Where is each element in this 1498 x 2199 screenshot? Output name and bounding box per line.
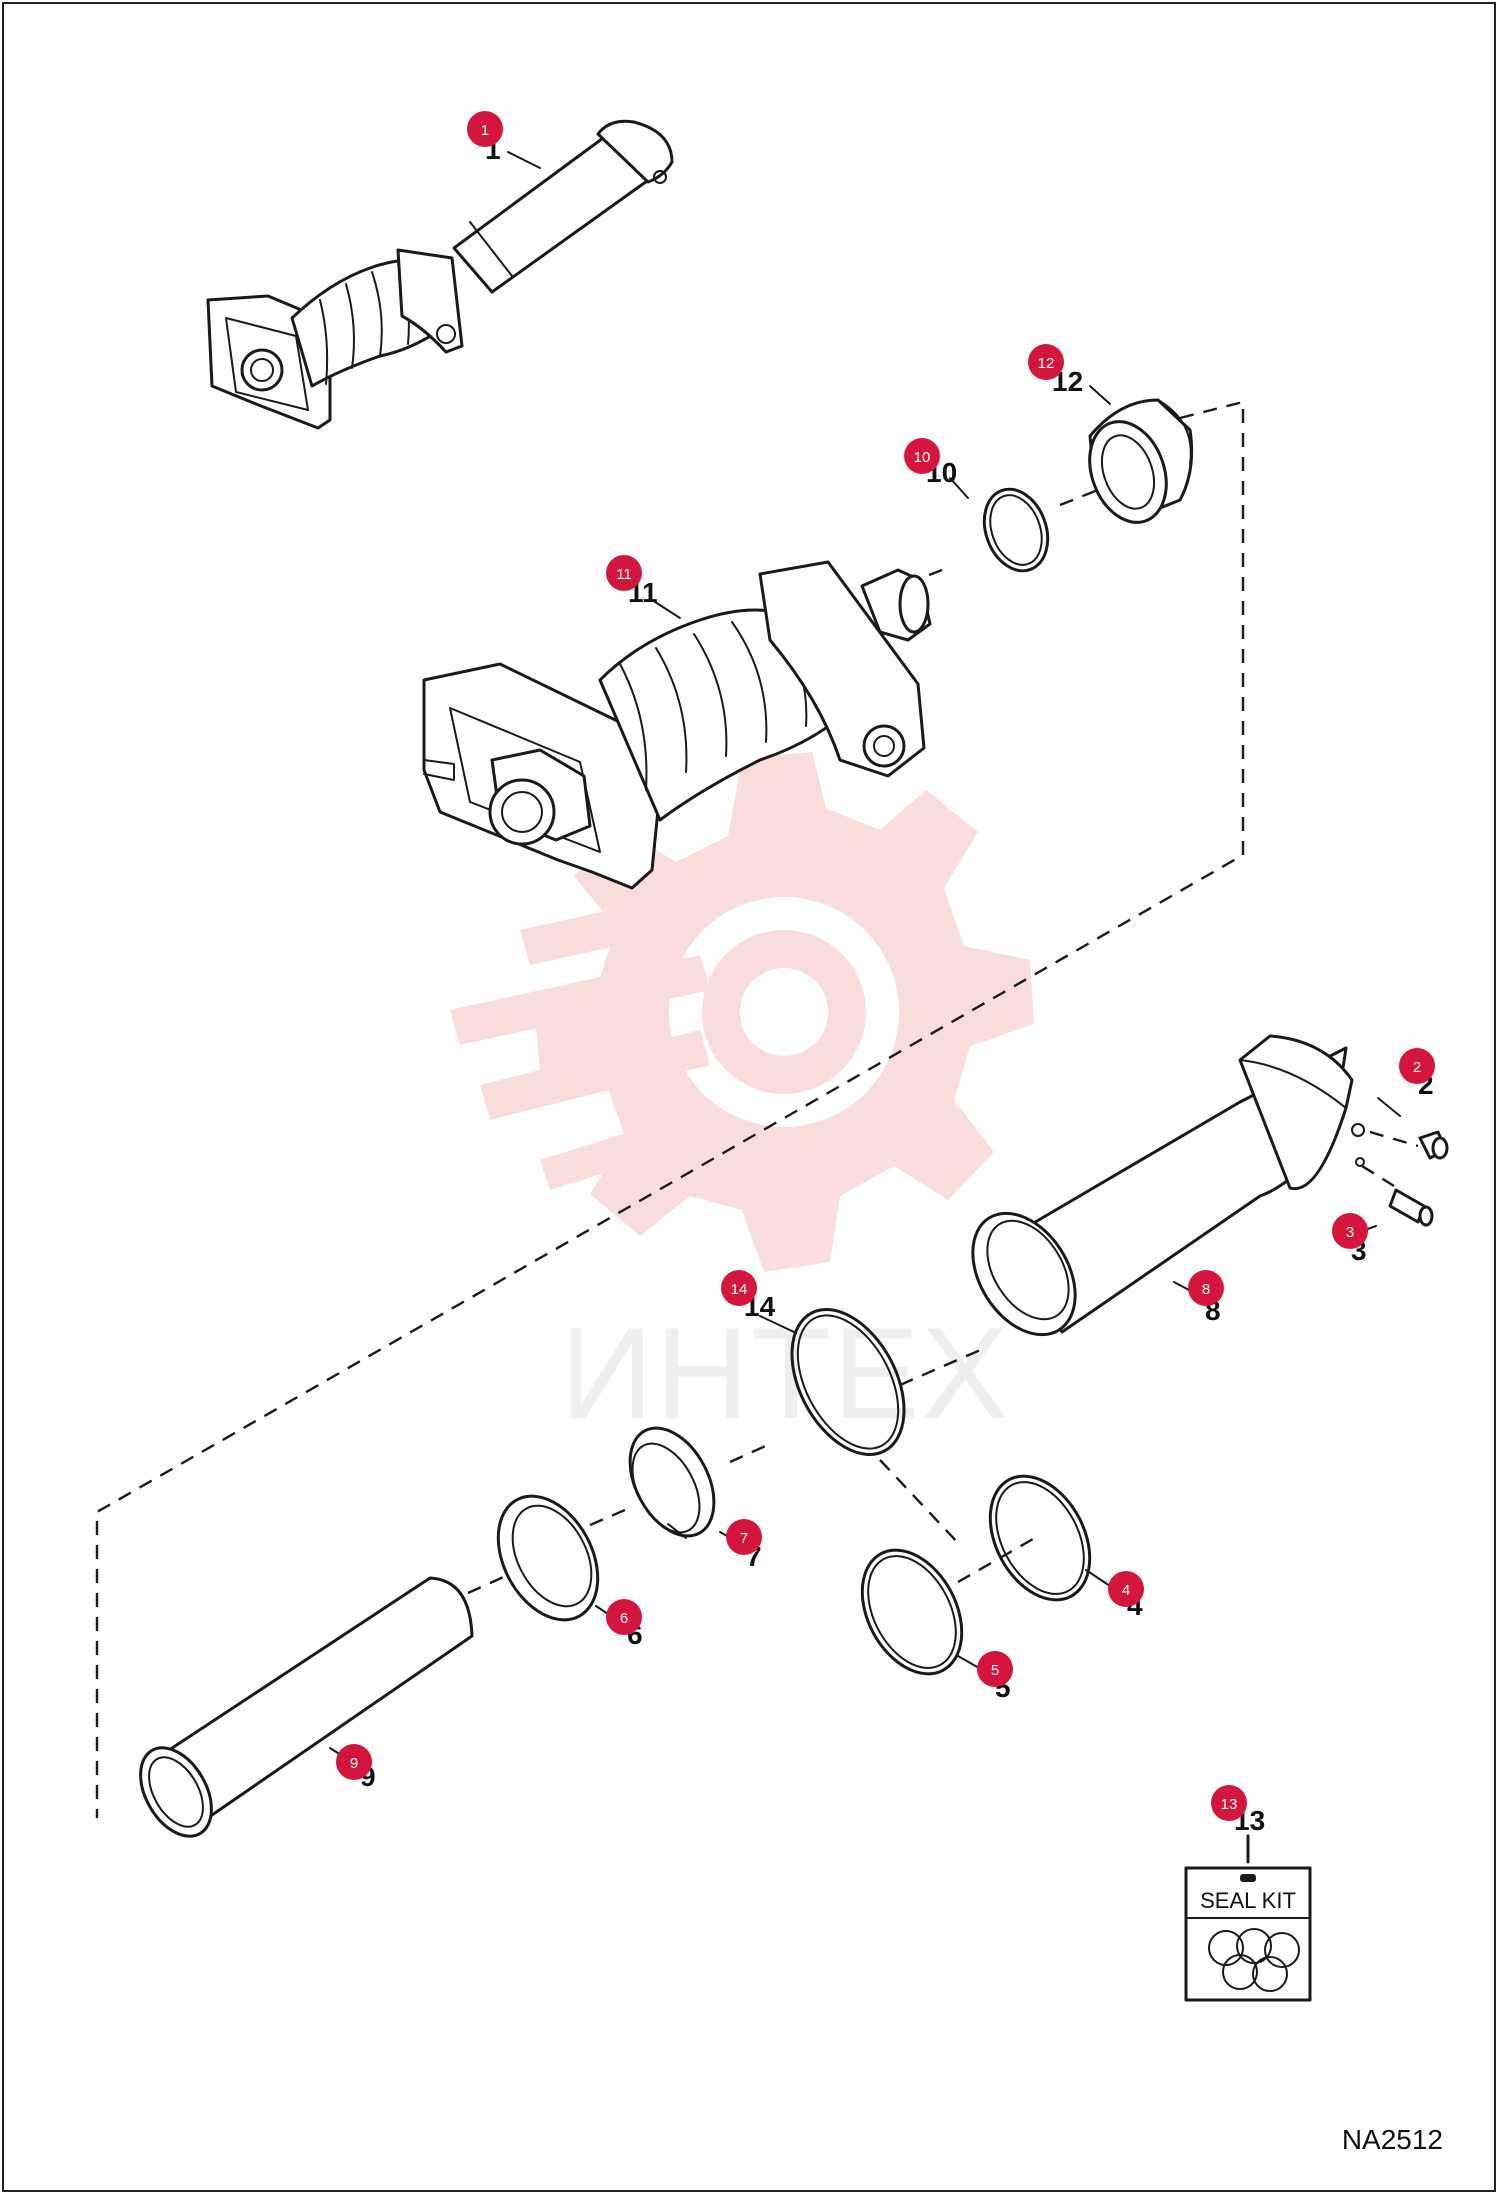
seal-kit-label: SEAL KIT	[1200, 1888, 1296, 1913]
callout-bubble-6-label: 6	[620, 1610, 628, 1627]
callout-bubble-2[interactable]: 2	[1399, 1048, 1435, 1084]
callout-bubble-4-label: 4	[1122, 1582, 1130, 1599]
part-6-wiper-seal	[496, 1494, 600, 1622]
callout-bubble-1-label: 1	[481, 122, 489, 139]
callout-bubble-1[interactable]: 1	[467, 111, 503, 147]
callout-bubble-12-label: 12	[1038, 355, 1055, 372]
part-2-grease-fitting	[1369, 1130, 1449, 1160]
part-12-seal	[1088, 398, 1194, 524]
watermark: ИНТЕХ	[450, 752, 1034, 1446]
callout-bubble-8[interactable]: 8	[1188, 1270, 1224, 1306]
callout-bubble-3-label: 3	[1346, 1224, 1354, 1241]
callout-bubble-10-label: 10	[914, 449, 931, 466]
callout-bubble-14-label: 14	[731, 1281, 748, 1298]
callout-bubble-14[interactable]: 14	[721, 1270, 757, 1306]
callout-bubble-9[interactable]: 9	[336, 1744, 372, 1780]
callout-bubble-10[interactable]: 10	[904, 438, 940, 474]
callout-bubble-6[interactable]: 6	[606, 1599, 642, 1635]
callout-bubble-7-label: 7	[740, 1530, 748, 1547]
part-5-o-ring	[860, 1548, 964, 1676]
callout-bubble-3[interactable]: 3	[1332, 1213, 1368, 1249]
part-3-valve-fitting	[1361, 1164, 1434, 1227]
callout-bubble-8-label: 8	[1202, 1281, 1210, 1298]
part-4-o-ring	[988, 1474, 1092, 1602]
part-13-seal-kit: SEAL KIT	[1184, 1834, 1312, 2002]
callout-bubble-7[interactable]: 7	[726, 1519, 762, 1555]
seal-kit-o-rings-icon	[1208, 1928, 1300, 1992]
part-11-recoil-spring	[422, 560, 932, 890]
part-8-cylinder	[971, 1034, 1365, 1337]
watermark-speed-lines	[450, 890, 710, 1190]
callout-bubble-4[interactable]: 4	[1108, 1571, 1144, 1607]
part-7-snap-ring	[628, 1426, 716, 1539]
callout-bubble-12[interactable]: 12	[1028, 344, 1064, 380]
drawing-id: NA2512	[1342, 2124, 1443, 2155]
watermark-text: ИНТЕХ	[560, 1300, 1010, 1446]
callout-bubble-11-label: 11	[616, 566, 632, 583]
callout-bubble-9-label: 9	[350, 1755, 358, 1772]
callout-bubble-5-label: 5	[991, 1662, 999, 1679]
part-numbers: 1 2 3 4 5 6 7 8 9 10 11 12 13 14	[360, 134, 1434, 1836]
callout-bubble-11[interactable]: 11	[606, 555, 642, 591]
part-1-idler-assembly	[206, 119, 674, 430]
assembly-lines	[95, 400, 1245, 1818]
part-9-rod	[139, 1576, 474, 1838]
callout-bubble-13-label: 13	[1221, 1796, 1238, 1813]
part-14-backup-ring	[790, 1308, 906, 1456]
callout-bubble-5[interactable]: 5	[977, 1651, 1013, 1687]
callout-bubble-2-label: 2	[1413, 1059, 1421, 1076]
part-10-o-ring	[982, 487, 1050, 573]
callout-bubbles: 1 2 3 4 5 6 7 8 9 10 11 12 13 14	[336, 111, 1435, 1821]
callout-bubble-13[interactable]: 13	[1211, 1785, 1247, 1821]
